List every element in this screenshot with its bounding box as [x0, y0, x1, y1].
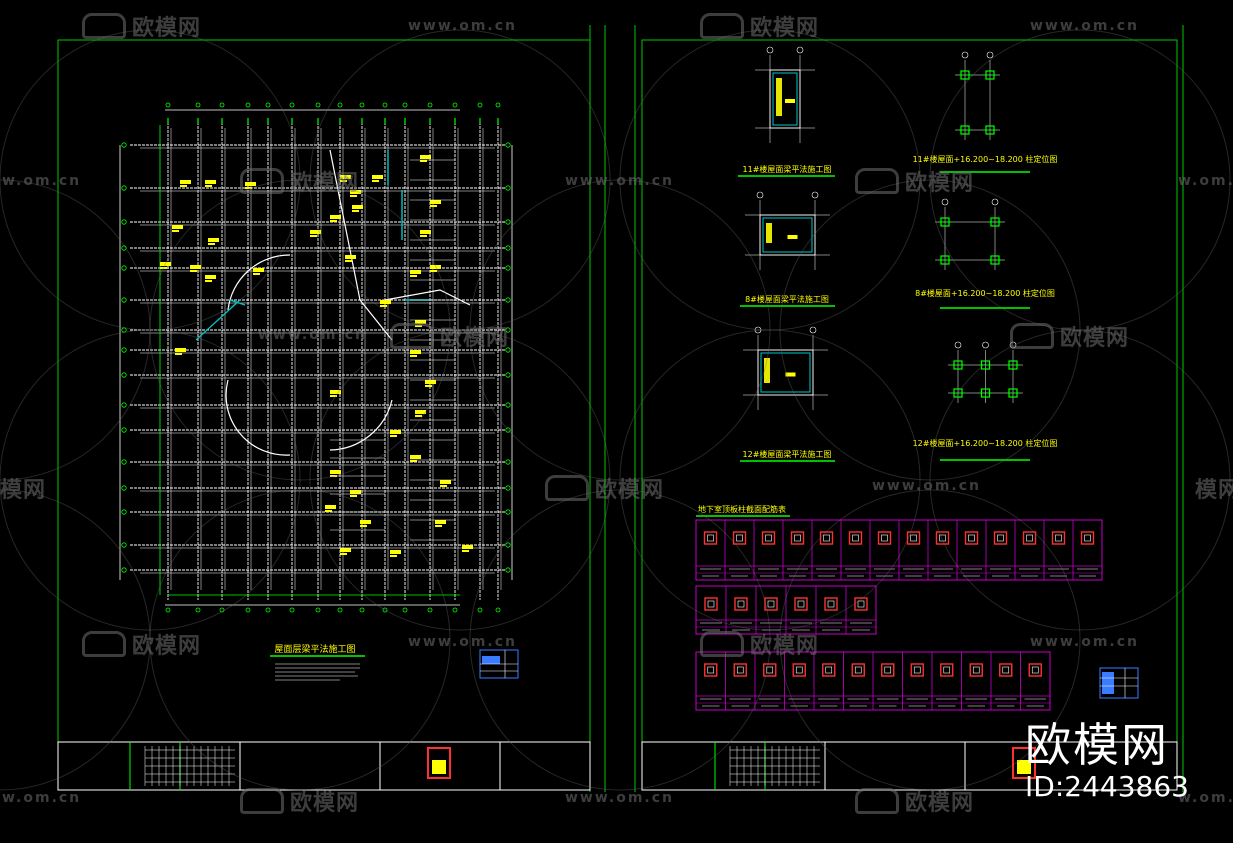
roof-beam-plan: [119, 102, 513, 613]
column-table-title: 地下室顶板柱截面配筋表: [698, 504, 786, 514]
detail-drawings: [743, 46, 1023, 410]
detail-title-3: 8#楼屋面梁平法施工图: [745, 294, 829, 304]
brand-id: ID:2443863: [1025, 770, 1189, 803]
right-legend-table: [1099, 667, 1139, 699]
detail-title-4: 8#楼屋面+16.200~18.200 柱定位图: [915, 288, 1055, 298]
right-sheet: 11#楼屋面梁平法施工图 11#楼屋面+16.200~18.200 柱定位图 8…: [604, 25, 1184, 792]
column-section-table: [695, 519, 1103, 711]
left-title-block: [57, 741, 591, 791]
detail-title-5: 12#楼屋面梁平法施工图: [743, 449, 832, 459]
left-legend-table: [479, 649, 519, 679]
right-stamp: [1012, 747, 1036, 779]
detail-title-1: 11#楼屋面梁平法施工图: [743, 164, 832, 174]
right-title-block: [641, 741, 1178, 791]
detail-title-6: 12#楼屋面+16.200~18.200 柱定位图: [913, 438, 1058, 448]
left-stamp: [427, 747, 451, 779]
plan-notes: [275, 663, 360, 681]
detail-title-2: 11#楼屋面+16.200~18.200 柱定位图: [913, 154, 1058, 164]
brand-name: 欧模网: [1025, 718, 1170, 772]
plan-title: 屋面层梁平法施工图: [274, 643, 355, 655]
right-sheet-border: [641, 39, 1178, 791]
left-sheet: 屋面层梁平法施工图: [57, 25, 591, 792]
watermark-rings: [0, 29, 1231, 791]
brand-watermark: 欧模网 ID:2443863: [1025, 720, 1189, 804]
